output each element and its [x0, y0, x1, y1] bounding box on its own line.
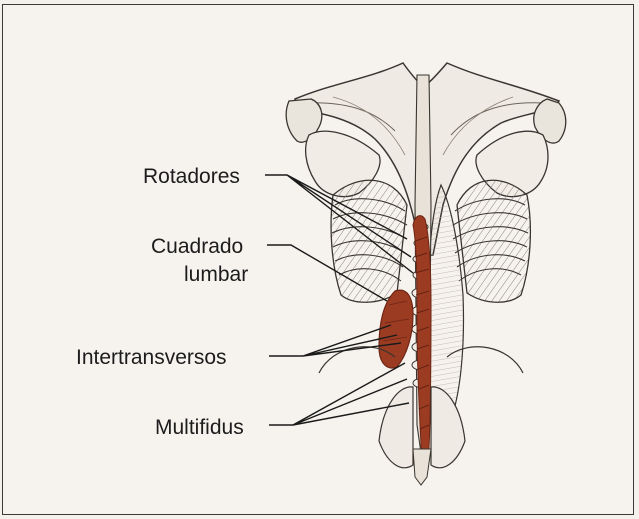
label-cuadrado: Cuadrado — [151, 235, 243, 259]
label-rotadores: Rotadores — [143, 165, 240, 189]
back-anatomy-illustration — [3, 5, 635, 516]
figure-frame: Rotadores Cuadrado lumbar Intertransvers… — [2, 4, 634, 515]
label-multifidus: Multifidus — [155, 416, 244, 440]
quadratus-lumborum-muscle — [379, 290, 413, 368]
label-lumbar: lumbar — [184, 263, 248, 287]
label-intertransversos: Intertransversos — [76, 346, 227, 370]
sacrum — [413, 449, 431, 485]
